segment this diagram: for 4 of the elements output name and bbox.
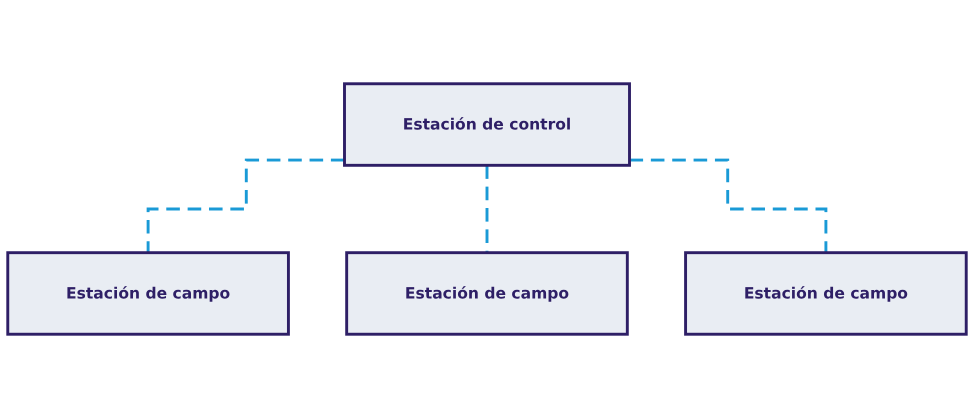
- node-box: Estación de control: [343, 82, 631, 166]
- node-box: Estación de campo: [684, 250, 968, 336]
- node-box: Estación de campo: [6, 250, 290, 336]
- node-box: Estación de campo: [345, 250, 629, 336]
